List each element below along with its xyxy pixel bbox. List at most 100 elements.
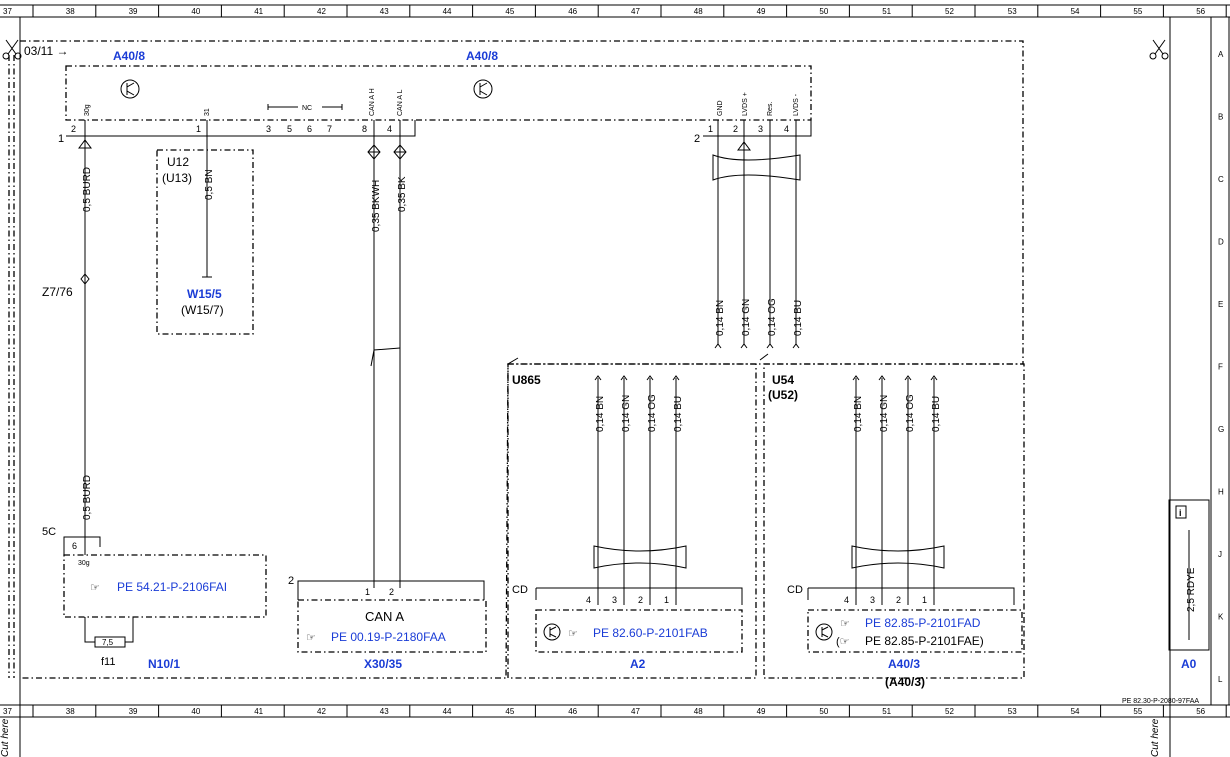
pin-number: 6 [72,541,77,551]
pin-number: 1 [922,595,927,605]
pin-label: CAN A H [369,88,376,116]
pin-number: 1 [365,587,370,597]
column-number: 39 [129,7,138,16]
x30-title: CAN A [365,609,404,624]
column-number: 38 [66,7,75,16]
scissors-icon [1149,39,1169,60]
hand-icon: ☞ [306,632,316,644]
pin-number: 2 [389,587,394,597]
column-number: 48 [694,7,703,16]
wire-label: 0,5 BURD [82,167,93,212]
scissors-icon [2,39,22,60]
fuse-value: 7,5 [102,638,114,647]
pin-number: 2 [638,595,643,605]
pin-number: 3 [870,595,875,605]
ref-top: 03/11 → [24,44,68,58]
pin-number: 7 [327,124,332,134]
row-letter: E [1218,300,1223,309]
transistor-icon [815,623,833,641]
wire-label: 0,14 BU [793,300,804,336]
column-number: 47 [631,707,640,716]
x30-label: X30/35 [364,657,402,671]
column-number: 43 [380,7,389,16]
pin-number: 1 [196,124,201,134]
wire-label: 0,14 GN [621,395,632,432]
column-number: 41 [254,707,263,716]
row-letter: G [1218,425,1224,434]
pin-number: 4 [844,595,849,605]
transistor-icon [120,79,140,99]
pin-number: 2 [896,595,901,605]
a40-3-alt: (A40/3) [885,675,925,689]
connector-number: 2 [288,575,294,587]
u54-conn: CD [787,584,803,596]
wire-label: 0,5 BN [204,169,215,200]
transistor-icon [543,623,561,641]
row-letter: L [1218,675,1223,684]
pin-number: 1 [664,595,669,605]
u54-link2[interactable]: PE 82.85-P-2101FAE) [865,634,984,648]
column-number: 44 [443,707,452,716]
wire-label: 0,5 BURD [82,475,93,520]
wire-label: 0,14 OG [647,394,658,432]
pin-number: 4 [586,595,591,605]
fuse-label: f11 [101,656,115,668]
column-number: 55 [1133,707,1142,716]
info-icon: i [1179,508,1182,518]
wire-label: 0,14 GN [879,395,890,432]
wire-label: 0,14 BN [595,396,606,432]
pin-label: LVDS - [793,93,800,116]
transistor-icon [473,79,493,99]
wire-label: 0,14 BU [931,396,942,432]
column-number: 56 [1196,7,1205,16]
column-number: 44 [443,7,452,16]
nc-label: NC [302,105,312,112]
u54-alt: (U52) [768,388,798,402]
drawing-id: PE 82.30-P-2080-97FAA [1122,698,1199,705]
w15-7-label: (W15/7) [181,303,224,317]
pin-number: 4 [784,124,789,134]
wire-label: 0,35 BKWH [371,180,382,232]
pin-label: 30g [78,560,90,567]
hand-icon: ☞ [90,582,100,594]
column-number: 52 [945,7,954,16]
pin-number: 6 [307,124,312,134]
column-number: 40 [191,707,200,716]
pin-label: LVDS + [742,92,749,116]
a40-8-label-left: A40/8 [113,49,145,63]
w15-5-link[interactable]: W15/5 [187,287,222,301]
column-number: 50 [819,707,828,716]
row-letter: D [1218,238,1224,247]
column-number: 47 [631,7,640,16]
pin-number: 8 [362,124,367,134]
row-letter: F [1218,363,1223,372]
column-number: 50 [819,7,828,16]
column-number: 46 [568,7,577,16]
column-number: 42 [317,7,326,16]
column-number: 49 [757,707,766,716]
row-letter: J [1218,550,1222,559]
a2-label: A2 [630,657,646,671]
column-number: 46 [568,707,577,716]
wire-label: 2,5 RDYE [1186,567,1197,612]
wire-label: 0,14 BN [715,300,726,336]
u12-label: U12 [167,155,189,169]
u865-link[interactable]: PE 82.60-P-2101FAB [593,626,708,640]
n10-link[interactable]: PE 54.21-P-2106FAI [117,580,227,594]
connector-number: 1 [58,133,64,145]
pin-label: Res. [767,102,774,116]
x30-link[interactable]: PE 00.19-P-2180FAA [331,630,446,644]
pin-number: 1 [708,124,713,134]
column-number: 38 [66,707,75,716]
pin-label: 31 [204,108,211,116]
row-letter: C [1218,175,1224,184]
u54-link1[interactable]: PE 82.85-P-2101FAD [865,616,981,630]
pin-label: 30g [84,104,91,116]
cut-here-right: Cut here [1150,718,1161,757]
wire-label: 0,14 BU [673,396,684,432]
column-number: 40 [191,7,200,16]
wire-label: 0,14 GN [741,299,752,336]
